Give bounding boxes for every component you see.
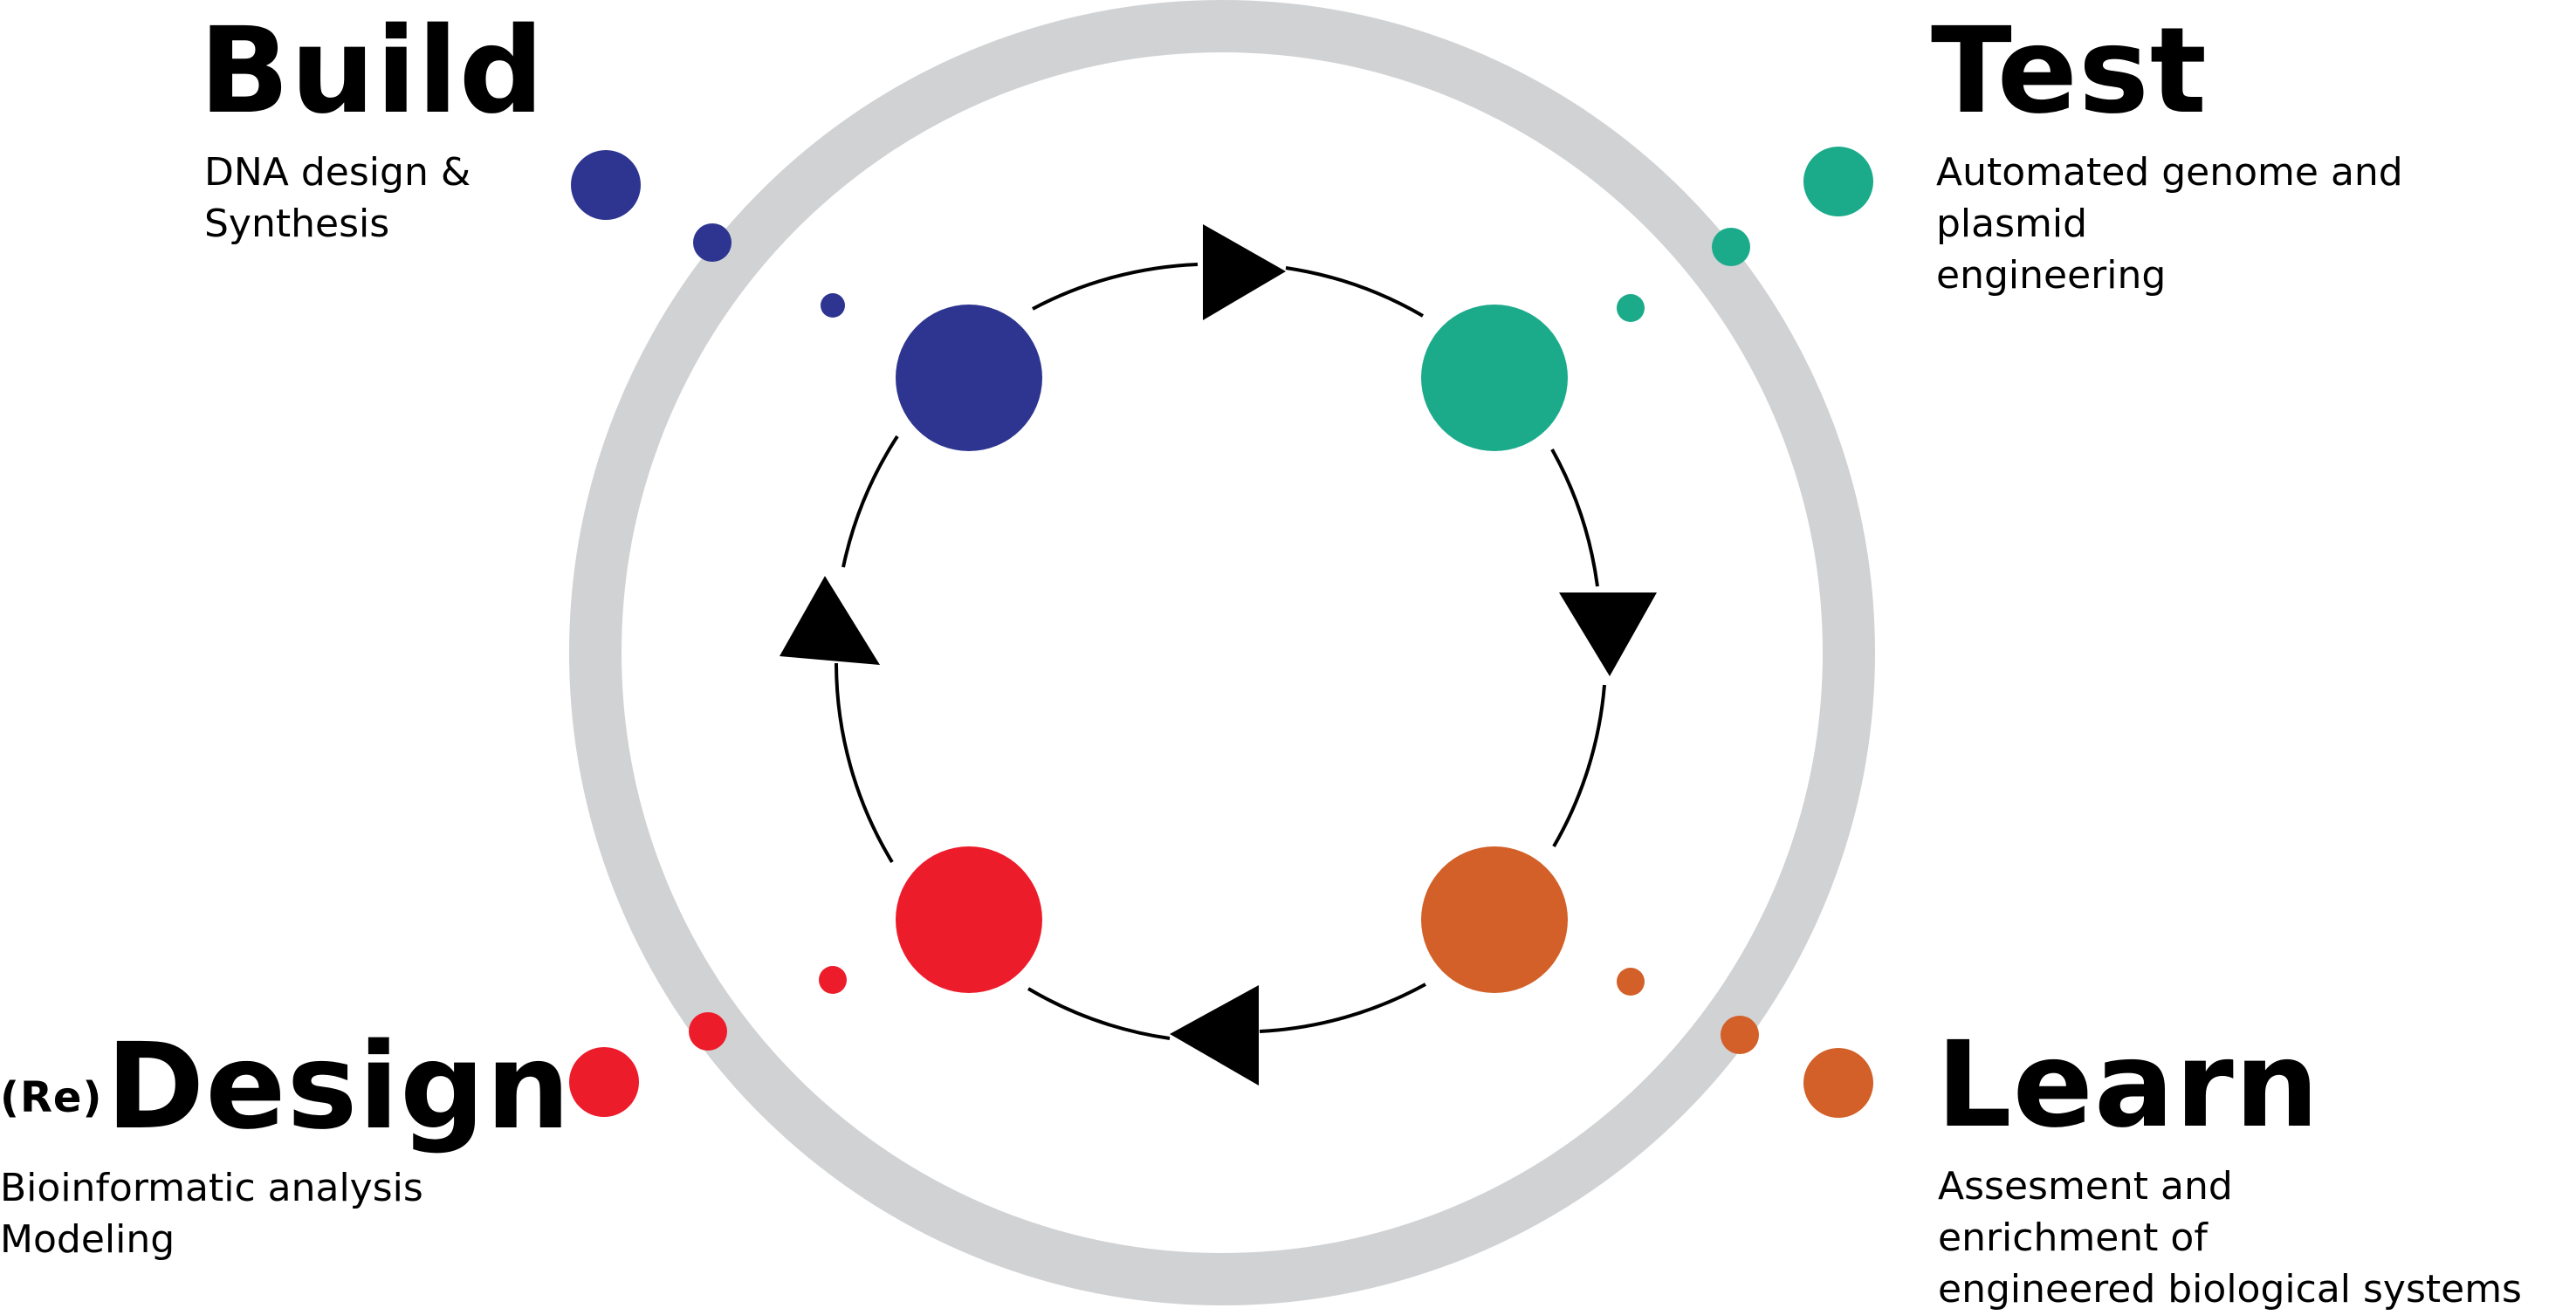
node-learn xyxy=(1421,846,1568,993)
design-description: Bioinformatic analysis Modeling xyxy=(0,1162,571,1265)
build-description: DNA design & Synthesis xyxy=(204,147,545,250)
outer-ring xyxy=(569,0,1875,1305)
dot-build-medium xyxy=(693,223,732,262)
dot-design-medium xyxy=(689,1012,727,1051)
arrow-test-to-learn xyxy=(1559,592,1657,676)
design-desc-line: Modeling xyxy=(0,1217,175,1262)
learn-desc-line: engineered biological systems xyxy=(1938,1267,2522,1312)
node-design xyxy=(896,846,1042,993)
dot-design-large xyxy=(569,1047,639,1117)
learn-desc-line: Assesment and xyxy=(1938,1164,2233,1209)
learn-desc-line: enrichment of xyxy=(1938,1216,2208,1260)
learn-title: Learn xyxy=(1936,1017,2320,1154)
arc-test-to-learn-1 xyxy=(1550,449,1599,587)
design-title-main: Design xyxy=(106,1018,572,1156)
test-desc-line: engineering xyxy=(1936,253,2167,298)
cycle-arrows xyxy=(780,224,1657,1086)
node-build xyxy=(896,305,1042,451)
dot-test-large xyxy=(1803,147,1873,216)
arrow-learn-to-design xyxy=(1170,985,1259,1086)
arc-test-to-learn-2 xyxy=(1552,684,1606,848)
test-desc-line: Automated genome and xyxy=(1936,150,2403,195)
dot-test-small xyxy=(1617,294,1645,322)
test-desc-line: plasmid xyxy=(1936,202,2088,246)
arrow-build-to-test xyxy=(1203,224,1286,320)
dot-design-small xyxy=(819,966,847,994)
arrow-design-to-build xyxy=(780,576,880,665)
arc-build-to-test-2 xyxy=(1285,266,1425,318)
arc-design-to-build-2 xyxy=(841,435,899,568)
dot-learn-medium xyxy=(1721,1016,1759,1054)
arc-design-to-build-1 xyxy=(835,662,894,864)
design-desc-line: Bioinformatic analysis xyxy=(0,1166,423,1210)
dot-test-medium xyxy=(1712,228,1750,266)
node-test xyxy=(1421,305,1568,451)
dot-learn-large xyxy=(1803,1048,1873,1118)
build-desc-line: DNA design & xyxy=(204,150,471,195)
dot-build-small xyxy=(821,293,845,318)
build-title: Build xyxy=(199,3,546,140)
test-description: Automated genome and plasmid engineering xyxy=(1936,147,2403,301)
phase-design-label: (Re)Design Bioinformatic analysis Modeli… xyxy=(0,1028,571,1265)
build-desc-line: Synthesis xyxy=(204,202,390,246)
test-title: Test xyxy=(1931,3,2208,140)
inner-cycle xyxy=(835,263,1606,1040)
learn-description: Assesment and enrichment of engineered b… xyxy=(1938,1161,2522,1315)
arc-learn-to-design-1 xyxy=(1259,983,1426,1033)
phase-build-label: Build DNA design & Synthesis xyxy=(199,12,545,250)
phase-learn-label: Learn Assesment and enrichment of engine… xyxy=(1936,1026,2522,1315)
design-title-prefix: (Re) xyxy=(0,1073,103,1122)
design-title: (Re)Design xyxy=(0,1028,571,1147)
arc-build-to-test-1 xyxy=(1032,263,1199,311)
arc-learn-to-design-2 xyxy=(1027,987,1171,1040)
phase-test-label: Test Automated genome and plasmid engine… xyxy=(1931,12,2403,301)
dot-learn-small xyxy=(1617,968,1645,996)
dot-build-large xyxy=(571,150,641,220)
